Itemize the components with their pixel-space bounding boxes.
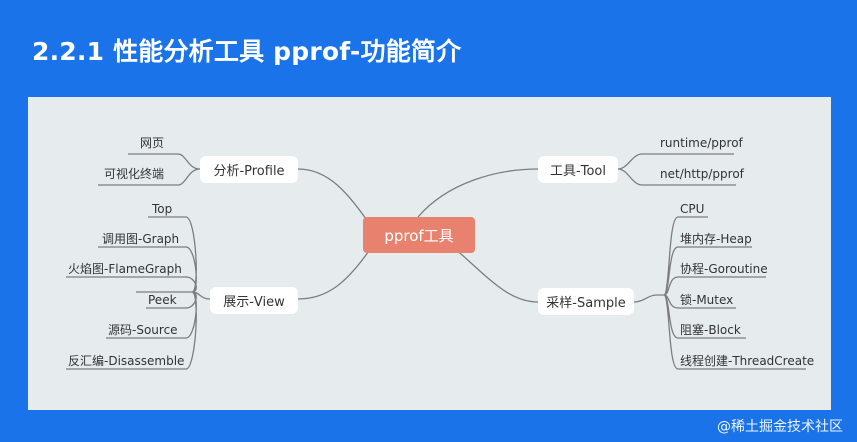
connector-center-tool bbox=[417, 168, 539, 218]
leaf-sample-threadcreate: 线程创建-ThreadCreate bbox=[680, 354, 815, 368]
leaf-view-graph: 调用图-Graph bbox=[102, 232, 180, 246]
connector-sample-leaves bbox=[633, 216, 806, 370]
connector-center-profile bbox=[297, 168, 374, 230]
leaf-view-source: 源码-Source bbox=[108, 323, 178, 337]
leaf-profile-web: 网页 bbox=[140, 136, 165, 150]
connector-tool-leaves bbox=[617, 153, 736, 186]
connector-profile-leaves bbox=[98, 153, 201, 186]
branch-sample: 采样-Sample bbox=[538, 288, 634, 315]
leaf-sample-heap: 堆内存-Heap bbox=[680, 232, 752, 246]
leaf-sample-cpu: CPU bbox=[680, 202, 705, 216]
leaf-profile-terminal: 可视化终端 bbox=[104, 167, 165, 181]
leaf-view-peek: Peek bbox=[148, 293, 177, 307]
center-node-pprof: pprof工具 bbox=[363, 217, 475, 253]
leaf-view-disassemble: 反汇编-Disassemble bbox=[68, 354, 185, 368]
branch-profile: 分析-Profile bbox=[200, 156, 298, 183]
connector-center-view bbox=[297, 244, 374, 300]
watermark: @稀土掘金技术社区 bbox=[717, 419, 843, 435]
leaf-tool-net-http-pprof: net/http/pprof bbox=[660, 167, 744, 181]
connector-lines bbox=[66, 153, 806, 370]
leaf-tool-runtime-pprof: runtime/pprof bbox=[660, 136, 743, 150]
leaf-sample-goroutine: 协程-Goroutine bbox=[680, 262, 768, 276]
slide-title: 2.2.1 性能分析工具 pprof-功能简介 bbox=[32, 37, 462, 66]
mindmap-panel: pprof工具 分析-Profile 展示-View 工具-Tool 采样-Sa… bbox=[28, 97, 831, 410]
leaf-view-top: Top bbox=[152, 202, 173, 216]
connector-view-leaves bbox=[66, 216, 211, 370]
leaf-view-flamegraph: 火焰图-FlameGraph bbox=[68, 262, 182, 276]
branch-view: 展示-View bbox=[210, 287, 298, 314]
connector-center-sample bbox=[452, 246, 539, 303]
leaf-sample-mutex: 锁-Mutex bbox=[680, 293, 734, 307]
leaf-sample-block: 阻塞-Block bbox=[680, 323, 741, 337]
branch-tool: 工具-Tool bbox=[538, 156, 618, 183]
